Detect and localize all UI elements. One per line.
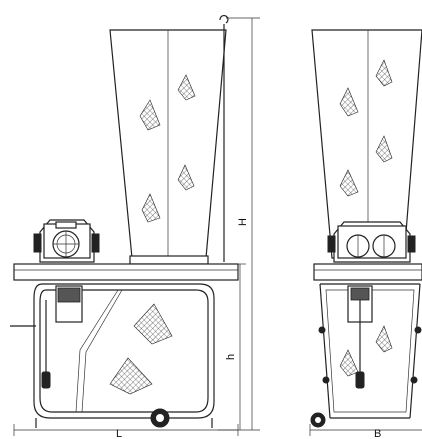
dimension-L: L	[13, 424, 239, 439]
label-h: h	[225, 354, 237, 360]
wheel	[150, 408, 170, 428]
mesh-symbol	[339, 349, 359, 377]
chassis-frame	[10, 283, 215, 428]
mesh-symbol	[133, 303, 173, 345]
mesh-symbol	[177, 164, 195, 191]
mesh-symbol	[139, 99, 161, 131]
mesh-symbol	[339, 169, 359, 197]
motor-unit	[33, 219, 100, 263]
front-view: H h L	[10, 14, 260, 439]
hopper	[109, 29, 227, 265]
table-top	[13, 263, 239, 281]
mesh-symbol	[339, 87, 359, 117]
side-view: B	[309, 29, 422, 439]
motor-unit-side	[327, 221, 416, 263]
mesh-symbol	[177, 74, 196, 101]
support-rod	[219, 14, 229, 262]
mesh-symbol	[141, 193, 161, 223]
label-B: B	[374, 428, 381, 439]
table-top-side	[313, 263, 422, 281]
mesh-symbol	[375, 325, 393, 353]
dimension-h: h	[225, 263, 246, 430]
mesh-symbol	[109, 357, 153, 395]
mesh-symbol	[375, 59, 393, 87]
mesh-symbol	[375, 135, 393, 163]
dimension-B: B	[309, 424, 422, 439]
label-L: L	[116, 428, 122, 439]
chassis-side	[310, 283, 422, 428]
label-H: H	[237, 218, 249, 226]
